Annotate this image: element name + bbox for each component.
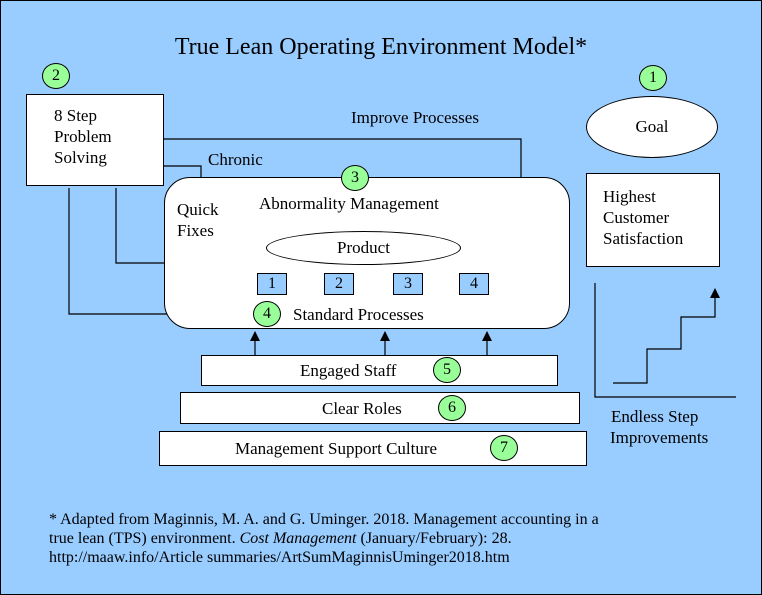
badge-5: 5 bbox=[433, 357, 461, 383]
endless-line-2: Improvements bbox=[610, 428, 709, 447]
standard-processes-label: Standard Processes bbox=[293, 305, 424, 324]
problem-to-abnormality-arrow bbox=[115, 188, 188, 268]
endless-line-1: Endless Step bbox=[611, 407, 699, 426]
customer-satisfaction-box: Highest Customer Satisfaction bbox=[586, 173, 720, 267]
badge-6: 6 bbox=[438, 395, 466, 421]
step-box-4: 4 bbox=[459, 273, 489, 295]
badge-2: 2 bbox=[42, 63, 70, 89]
clear-roles-label: Clear Roles bbox=[322, 399, 402, 418]
engaged-staff-label: Engaged Staff bbox=[300, 361, 397, 380]
clear-roles-bar: Clear Roles 6 bbox=[180, 392, 580, 424]
endless-staircase bbox=[613, 288, 720, 384]
footnote-line-2: true lean (TPS) environment. Cost Manage… bbox=[49, 529, 512, 548]
fixes-label: Fixes bbox=[177, 221, 214, 240]
quick-label: Quick bbox=[177, 200, 219, 219]
problem-solving-line-3: Solving bbox=[54, 148, 107, 167]
improve-processes-label: Improve Processes bbox=[351, 108, 479, 127]
footnote-line-2-end: (January/February): 28. bbox=[356, 530, 512, 547]
step-box-1: 1 bbox=[257, 273, 287, 295]
management-support-bar: Management Support Culture 7 bbox=[159, 431, 587, 466]
goal-label: Goal bbox=[635, 117, 669, 136]
diagram-title: True Lean Operating Environment Model* bbox=[174, 34, 588, 60]
badge-4: 4 bbox=[253, 301, 281, 327]
abnormality-management-label: Abnormality Management bbox=[259, 194, 439, 213]
footnote-journal: Cost Management bbox=[239, 530, 357, 547]
problem-solving-line-2: Problem bbox=[54, 127, 112, 146]
badge-7: 7 bbox=[490, 435, 518, 461]
customer-line-2: Customer bbox=[603, 208, 670, 227]
problem-solving-line-1: 8 Step bbox=[54, 106, 97, 125]
endless-axis bbox=[594, 283, 736, 398]
engaged-staff-bar: Engaged Staff 5 bbox=[201, 355, 558, 386]
customer-line-1: Highest bbox=[603, 187, 656, 206]
problem-solving-box: 8 Step Problem Solving bbox=[26, 94, 164, 186]
step-box-2: 2 bbox=[324, 273, 354, 295]
footnote-line-2-start: true lean (TPS) environment. bbox=[49, 530, 240, 547]
footnote-url: http://maaw.info/Article summaries/ArtSu… bbox=[49, 549, 510, 566]
goal-ellipse: Goal bbox=[586, 96, 718, 158]
management-support-label: Management Support Culture bbox=[235, 439, 438, 458]
product-label: Product bbox=[337, 238, 390, 257]
chronic-label: Chronic bbox=[208, 150, 263, 169]
badge-3: 3 bbox=[341, 165, 369, 191]
badge-1: 1 bbox=[639, 65, 667, 91]
step-box-3: 3 bbox=[393, 273, 423, 295]
customer-line-3: Satisfaction bbox=[603, 229, 684, 248]
product-ellipse: Product bbox=[266, 231, 461, 265]
footnote-line-1: * Adapted from Maginnis, M. A. and G. Um… bbox=[49, 511, 599, 528]
